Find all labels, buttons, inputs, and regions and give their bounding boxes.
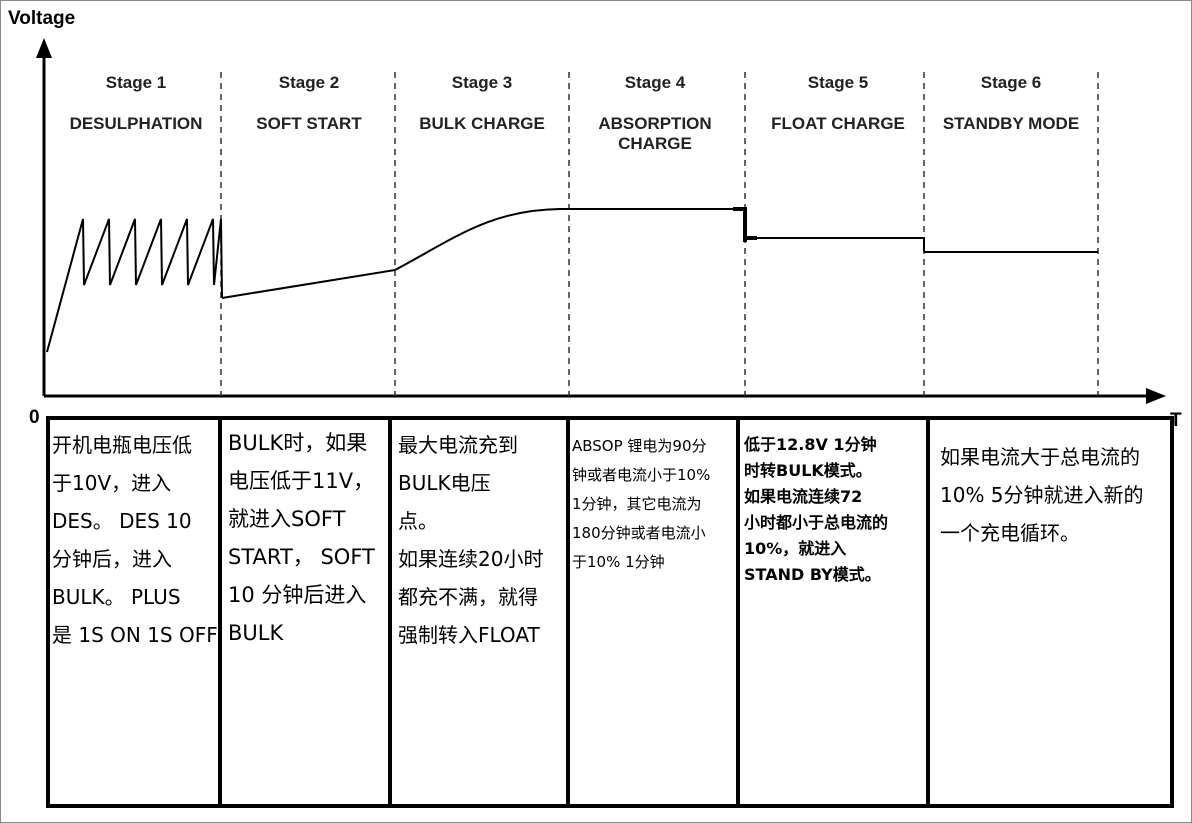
- y-axis-arrow: [36, 38, 52, 58]
- stage-1-title: Stage 1: [106, 73, 166, 92]
- x-axis-arrow: [1146, 388, 1166, 404]
- stage-2-note: BULK时，如果 电压低于11V， 就进入SOFT START， SOFT 10…: [220, 418, 390, 806]
- stage-2-title: Stage 2: [279, 73, 339, 92]
- stage-2-note-text: BULK时，如果 电压低于11V， 就进入SOFT START， SOFT 10…: [228, 431, 375, 645]
- desulphation-sawtooth: [46, 218, 223, 353]
- soft-start-line: [221, 269, 396, 299]
- stage-4-name-line: ABSORPTION: [598, 114, 711, 133]
- stage-3-name: BULK CHARGE: [419, 114, 545, 133]
- stage-4-title: Stage 4: [625, 73, 686, 92]
- stage-2-name: SOFT START: [256, 114, 362, 133]
- stage-4-name-line: CHARGE: [618, 134, 692, 153]
- stage-5-note-text: 低于12.8V 1分钟 时转BULK模式。 如果电流连续72 小时都小于总电流的…: [744, 435, 889, 584]
- stage-5-title: Stage 5: [808, 73, 868, 92]
- stage-3-title: Stage 3: [452, 73, 512, 92]
- notes-table-border: [46, 416, 1174, 808]
- stage-4-note-text: ABSOP 锂电为90分 钟或者电流小于10% 1分钟，其它电流为 180分钟或…: [572, 437, 711, 571]
- stage-dividers: [220, 72, 1099, 396]
- bulk-charge-curve: [394, 208, 561, 271]
- stage-4-note: ABSOP 锂电为90分 钟或者电流小于10% 1分钟，其它电流为 180分钟或…: [568, 418, 738, 806]
- y-axis-label: Voltage: [8, 8, 75, 29]
- stage-3-note: 最大电流充到 BULK电压 点。 如果连续20小时 都充不满，就得 强制转入FL…: [390, 418, 568, 806]
- stage-6-title: Stage 6: [981, 73, 1041, 92]
- stage-1-name: DESULPHATION: [70, 114, 203, 133]
- stage-1-note: 开机电瓶电压低 于10V，进入 DES。 DES 10 分钟后，进入 BULK。…: [48, 418, 220, 806]
- stage-6-note-text: 如果电流大于总电流的 10% 5分钟就进入新的 一个充电循环。: [940, 445, 1144, 545]
- stage-6-note: 如果电流大于总电流的 10% 5分钟就进入新的 一个充电循环。: [928, 418, 1172, 806]
- origin-label: 0: [29, 407, 40, 428]
- stage-6-name: STANDBY MODE: [943, 114, 1079, 133]
- stage-5-note: 低于12.8V 1分钟 时转BULK模式。 如果电流连续72 小时都小于总电流的…: [738, 418, 928, 806]
- absorption-to-float-drop: [733, 207, 757, 242]
- stage-5-name: FLOAT CHARGE: [771, 114, 905, 133]
- stage-1-note-text: 开机电瓶电压低 于10V，进入 DES。 DES 10 分钟后，进入 BULK。…: [52, 433, 218, 647]
- float-line: [745, 237, 925, 252]
- stage-3-note-text: 最大电流充到 BULK电压 点。 如果连续20小时 都充不满，就得 强制转入FL…: [398, 433, 544, 647]
